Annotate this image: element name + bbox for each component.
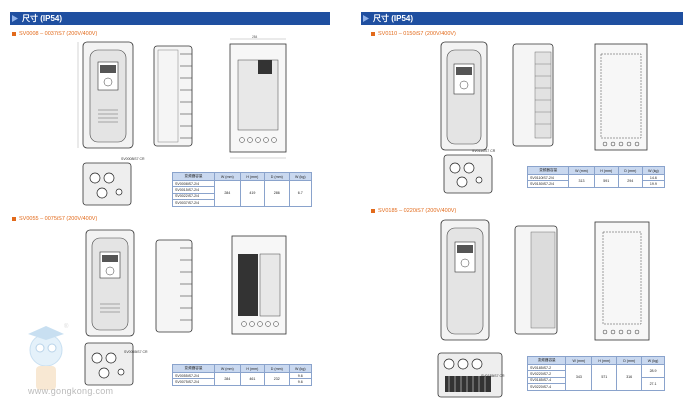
kg-cell: 28.9 (641, 364, 665, 378)
bottom-view-drawing (443, 154, 493, 194)
table-header: D (mm) (264, 172, 290, 181)
table-header: W (kg) (641, 166, 666, 175)
table-row: SV0185iS7-4 27.1 (526, 376, 665, 391)
gland-label: SV0110iS7 CR (472, 149, 496, 153)
side-view-drawing (514, 225, 558, 335)
bottom-view-drawing (84, 342, 134, 386)
spec-table-1: 变频器容量 W (mm) H (mm) D (mm) W (kg) SV0008… (171, 172, 313, 207)
model-cell: SV0185iS7-4 (526, 376, 567, 385)
table-header: 变频器容量 (526, 356, 567, 365)
table-header: W (mm) (568, 166, 595, 175)
table-header: D (mm) (616, 356, 643, 365)
kg-cell: 6.7 (288, 180, 313, 207)
svg-text:®: ® (64, 323, 69, 330)
h-cell: 591 (593, 174, 619, 188)
d-cell: 286 (264, 180, 290, 207)
section-title: SV0055 – 0075iS7 (200V/400V) (12, 216, 97, 222)
svg-text:284: 284 (252, 35, 258, 39)
table-row: SV0008iS7-2/4 284 419 286 6.7 (171, 179, 313, 207)
side-view-drawing (512, 43, 554, 147)
table-header: 变频器容量 (171, 364, 216, 373)
table-row: SV0075iS7-2/4 9.6 (171, 378, 313, 386)
table-row: SV0220iS7-2 (526, 370, 665, 378)
table-header: W (mm) (565, 356, 593, 365)
back-view-drawing (594, 43, 648, 151)
kg-cell: 19.9 (641, 180, 666, 188)
table-header: H (mm) (591, 356, 618, 365)
w-cell: 284 (214, 372, 241, 386)
w-cell: 313 (568, 174, 595, 188)
spec-table-2: 变频器容量 W (mm) H (mm) D (mm) W (kg) SV0055… (171, 364, 313, 386)
table-header: W (kg) (288, 364, 313, 373)
gland-label: SV0185iS7 CR (481, 374, 505, 378)
bottom-view-drawing (82, 162, 132, 206)
section-title: SV0185 – 0220iS7 (200V/400V) (371, 208, 456, 214)
w-cell: 284 (214, 180, 241, 207)
table-header: D (mm) (264, 364, 290, 373)
table-row: SV0185iS7-2 343 571 316 28.9 (526, 363, 665, 391)
mascot-logo-icon: ® (28, 323, 69, 390)
back-view-drawing: 284 (229, 35, 287, 159)
front-view-drawing (440, 41, 488, 151)
h-cell: 571 (591, 364, 618, 391)
table-header: H (mm) (239, 364, 266, 373)
h-cell: 419 (239, 180, 266, 207)
side-view-drawing (155, 239, 193, 333)
front-view-drawing (77, 41, 134, 149)
left-page: 尺寸 (IP54) SV0008 – 0037iS7 (200V/400V) (0, 0, 347, 406)
gland-label: SV0055iS7 CR (124, 350, 148, 354)
front-view-drawing (440, 219, 490, 341)
gland-label: SV0008iS7 CR (121, 157, 145, 161)
table-row: SV0110iS7-2/4 313 591 294 14.6 (526, 173, 666, 188)
table-header: W (kg) (641, 356, 665, 365)
model-cell: SV0150iS7-2/4 (526, 180, 570, 188)
table-row: SV0220iS7-4 (526, 383, 665, 391)
table-header: 变频器容量 (526, 166, 570, 175)
d-cell: 316 (616, 364, 643, 391)
model-cell: SV0055iS7-2/4 (171, 371, 216, 380)
table-header: H (mm) (593, 166, 619, 175)
table-row: SV0037iS7-2/4 (171, 199, 312, 207)
watermark-text: www.gongkong.com (28, 386, 114, 396)
back-view-drawing (594, 221, 650, 341)
table-row: SV0055iS7-2/4 284 461 232 9.6 (171, 371, 313, 386)
model-cell: SV0037iS7-2/4 (171, 199, 216, 207)
page-header: 尺寸 (IP54) (10, 12, 330, 25)
page-header: 尺寸 (IP54) (361, 12, 683, 25)
w-cell: 343 (565, 364, 593, 391)
model-cell: SV0185iS7-2 (526, 363, 567, 372)
d-cell: 232 (264, 372, 290, 386)
side-view-drawing (153, 45, 193, 147)
table-header: H (mm) (239, 172, 266, 181)
table-header: D (mm) (617, 166, 643, 175)
section-title: SV0110 – 0150iS7 (200V/400V) (371, 31, 456, 37)
table-header: 变频器容量 (171, 172, 216, 181)
model-cell: SV0220iS7-4 (526, 383, 567, 391)
table-row: SV0150iS7-2/4 19.9 (526, 180, 666, 188)
spec-table-4: 变频器容量 W (mm) H (mm) D (mm) W (kg) SV0185… (526, 356, 665, 391)
section-title: SV0008 – 0037iS7 (200V/400V) (12, 31, 97, 37)
kg-cell: 27.1 (641, 376, 665, 391)
kg-cell: 9.6 (288, 378, 313, 386)
table-header: W (mm) (214, 172, 241, 181)
right-page: 尺寸 (IP54) SV0110 – 0150iS7 (200V/400V) (347, 0, 694, 406)
model-cell: SV0075iS7-2/4 (171, 378, 216, 386)
table-header: W (mm) (214, 364, 241, 373)
spec-table-3: 变频器容量 W (mm) H (mm) D (mm) W (kg) SV0110… (526, 166, 666, 188)
table-header: W (kg) (288, 172, 313, 181)
bottom-view-drawing (437, 352, 503, 398)
kg-cell: 9.6 (288, 371, 313, 380)
back-view-drawing (231, 235, 287, 335)
front-view-drawing (85, 229, 135, 337)
model-cell: SV0220iS7-2 (526, 370, 567, 378)
d-cell: 294 (617, 174, 643, 188)
h-cell: 461 (239, 372, 266, 386)
